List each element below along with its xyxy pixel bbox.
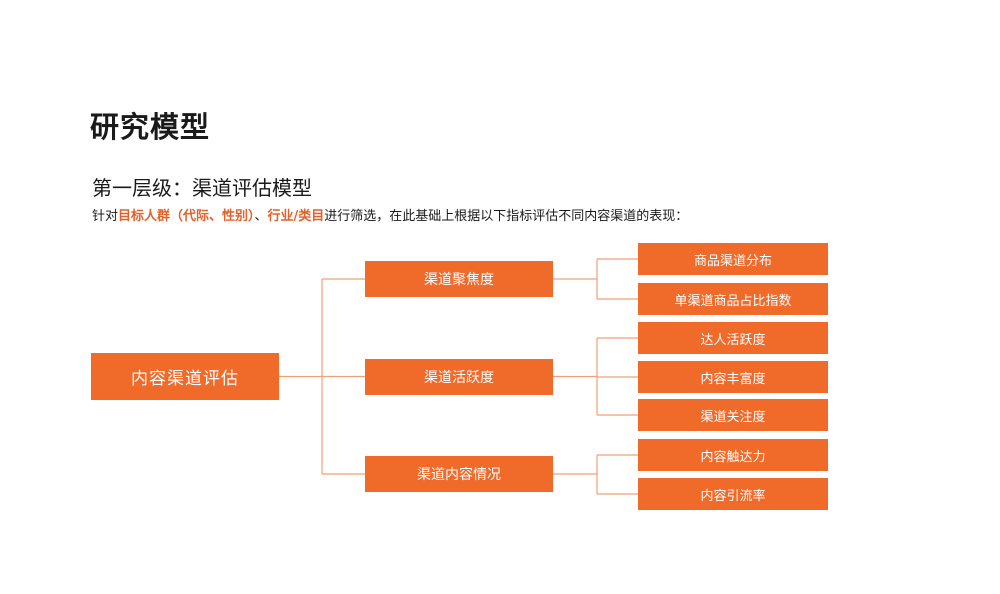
- leaf-node-single-channel-share-index: 单渠道商品占比指数: [638, 283, 828, 315]
- description-separator: 、: [254, 209, 268, 224]
- page-title: 研究模型: [90, 110, 211, 144]
- branch-node-channel-content: 渠道内容情况: [365, 456, 553, 492]
- branch-node-channel-focus: 渠道聚焦度: [365, 261, 553, 297]
- description-highlight-industry: 行业/类目: [267, 209, 325, 224]
- subtitle: 第一层级：渠道评估模型: [92, 176, 312, 200]
- leaf-node-channel-attention: 渠道关注度: [638, 399, 828, 431]
- leaf-node-influencer-activity: 达人活跃度: [638, 322, 828, 354]
- description-suffix: 进行筛选，在此基础上根据以下指标评估不同内容渠道的表现：: [324, 209, 689, 224]
- leaf-node-content-traffic-rate: 内容引流率: [638, 478, 828, 510]
- description-prefix: 针对: [92, 209, 119, 224]
- leaf-node-content-reach: 内容触达力: [638, 439, 828, 471]
- description-highlight-target-audience: 目标人群（代际、性别）: [118, 209, 255, 224]
- branch-node-channel-activity: 渠道活跃度: [365, 358, 553, 395]
- leaf-node-product-channel-distribution: 商品渠道分布: [638, 243, 828, 275]
- root-node: 内容渠道评估: [91, 353, 279, 400]
- leaf-node-content-richness: 内容丰富度: [638, 361, 828, 393]
- description: 针对目标人群（代际、性别）、行业/类目进行筛选，在此基础上根据以下指标评估不同内…: [92, 205, 688, 224]
